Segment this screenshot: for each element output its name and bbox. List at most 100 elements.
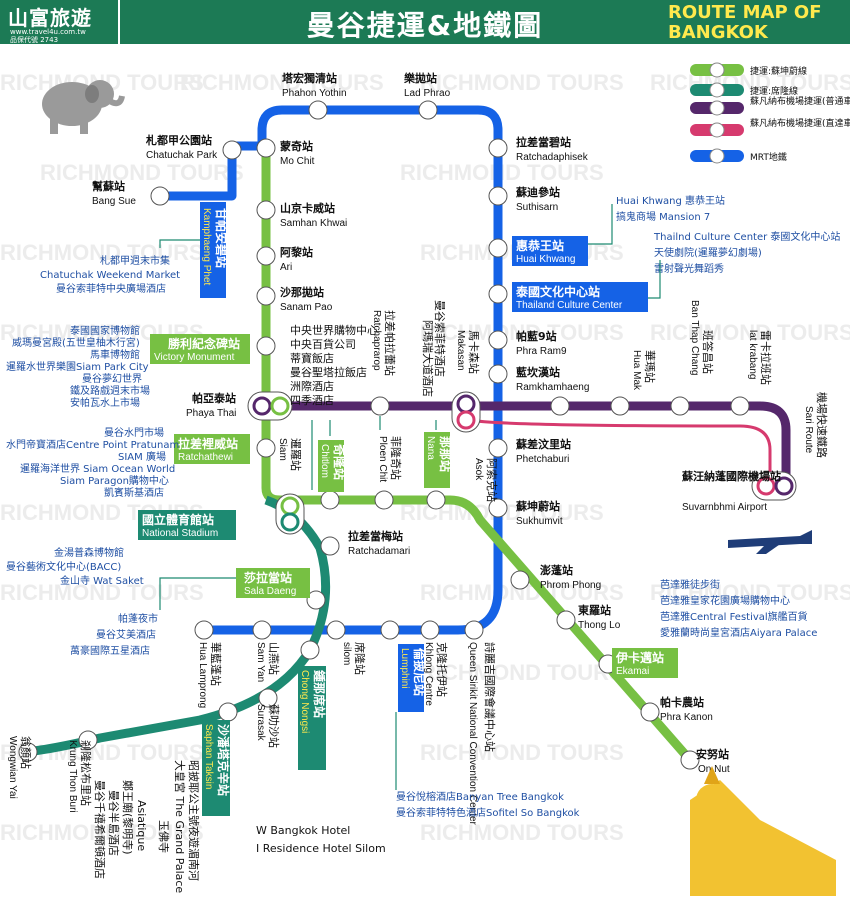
station-marker-phra-ram9[interactable] <box>488 330 508 350</box>
station-marker-mo-chit[interactable] <box>256 138 276 158</box>
box-victory: 勝利紀念碑站 Victory Monument <box>150 334 250 364</box>
station-marker-ratchathewi[interactable] <box>256 438 276 458</box>
svg-text:馬卡森站: 馬卡森站 <box>467 330 481 374</box>
station-marker-lad-phrao[interactable] <box>418 100 438 120</box>
station-marker-chong-nonsi[interactable] <box>300 640 320 660</box>
svg-text:RICHMOND TOURS: RICHMOND TOURS <box>180 70 384 95</box>
interchange-makkasan[interactable] <box>451 391 481 433</box>
svg-text:暹羅水世界樂園Siam Park City: 暹羅水世界樂園Siam Park City <box>6 360 149 373</box>
svg-text:蘇叻沙站: 蘇叻沙站 <box>267 704 281 748</box>
svg-text:芭達雅皇家花園廣場購物中心: 芭達雅皇家花園廣場購物中心 <box>660 594 790 607</box>
svg-text:萬豪國際五星酒店: 萬豪國際五星酒店 <box>70 644 150 657</box>
station-marker-huai-khwang[interactable] <box>488 238 508 258</box>
mrt-line <box>160 105 503 635</box>
interchange-airport[interactable] <box>751 471 797 501</box>
svg-text:鐵及路戲週末市場: 鐵及路戲週末市場 <box>70 384 150 397</box>
airport-link-line <box>266 401 791 486</box>
station-marker-bang-sue[interactable] <box>150 186 170 206</box>
page-title-en-line2: BANGKOK <box>668 22 768 43</box>
svg-text:泰國國家博物館: 泰國國家博物館 <box>70 324 140 337</box>
station-marker-samhan-khwai[interactable] <box>256 200 276 220</box>
station-marker-thailand-culture[interactable] <box>488 284 508 304</box>
station-marker-phra-khanong[interactable] <box>640 702 660 722</box>
interchange-phaya-thai[interactable] <box>247 391 293 421</box>
station-marker-thong-lo[interactable] <box>556 610 576 630</box>
svg-text:帕藍9站: 帕藍9站 <box>516 329 557 343</box>
legend-label-silom: 捷運:席隆線 <box>750 85 798 97</box>
svg-text:Suthisarn: Suthisarn <box>516 202 558 213</box>
station-marker-phrom-phong[interactable] <box>510 570 530 590</box>
svg-text:凱賓斯基酒店: 凱賓斯基酒店 <box>104 486 164 499</box>
svg-text:泰國文化中心站: 泰國文化中心站 <box>515 284 600 299</box>
legend: 捷運:蘇坤蔚線 捷運:席隆線 蘇凡納布機場捷運(普通車) 蘇凡納布機場捷運(直達… <box>690 62 850 164</box>
station-marker-ploen-chit[interactable] <box>374 490 394 510</box>
svg-text:Siam: Siam <box>277 438 288 461</box>
box-sala-daeng: 莎拉當站 Sala Daeng <box>236 568 310 598</box>
station-marker-suthisarn[interactable] <box>488 186 508 206</box>
svg-text:曼谷索菲特中央廣場酒店: 曼谷索菲特中央廣場酒店 <box>56 282 166 295</box>
svg-text:搞鬼商場 Mansion 7: 搞鬼商場 Mansion 7 <box>616 210 710 223</box>
airplane-icon <box>728 530 812 554</box>
station-marker-phahon-yothin[interactable] <box>308 100 328 120</box>
box-national-stadium: 國立體育館站 National Stadium <box>138 510 236 540</box>
svg-text:RICHMOND TOURS: RICHMOND TOURS <box>650 70 850 95</box>
svg-text:天使劇院(暹羅夢幻劇場): 天使劇院(暹羅夢幻劇場) <box>654 246 762 259</box>
svg-text:札都甲公園站: 札都甲公園站 <box>145 133 212 147</box>
svg-text:SIAM 廣場: SIAM 廣場 <box>118 450 166 463</box>
station-marker-hua-mak[interactable] <box>610 396 630 416</box>
station-marker-lat-krabang[interactable] <box>730 396 750 416</box>
svg-text:拉差當梅站: 拉差當梅站 <box>348 529 403 543</box>
svg-text:幫蘇站: 幫蘇站 <box>92 179 125 193</box>
station-marker-chitlom[interactable] <box>320 490 340 510</box>
station-marker-lumphini[interactable] <box>380 620 400 640</box>
station-marker-sala-daeng[interactable] <box>306 590 326 610</box>
svg-text:Huai Khwang 惠恭王站: Huai Khwang 惠恭王站 <box>616 194 725 207</box>
station-marker-khlong-toei[interactable] <box>420 620 440 640</box>
svg-text:藍坎漢站: 藍坎漢站 <box>516 365 560 379</box>
station-marker-sukhumvit[interactable] <box>488 498 508 518</box>
svg-text:Siam Paragon購物中心: Siam Paragon購物中心 <box>60 474 169 487</box>
station-marker-ban-thap-chang[interactable] <box>670 396 690 416</box>
svg-text:甘帕安碧站: 甘帕安碧站 <box>214 208 229 268</box>
station-marker-chatuchak[interactable] <box>222 140 242 160</box>
interchange-siam[interactable] <box>275 493 305 535</box>
station-marker-on-nut[interactable] <box>680 750 700 770</box>
station-labels: 塔宏獨清站 Phahon Yothin 樂拋站 Lad Phrao 札都甲公園站… <box>7 71 829 826</box>
station-marker-ratchaprarop[interactable] <box>370 396 390 416</box>
svg-text:Asok: Asok <box>473 458 484 481</box>
svg-text:Lad Phrao: Lad Phrao <box>404 88 451 99</box>
station-marker-qsncc[interactable] <box>464 620 484 640</box>
station-marker-silom[interactable] <box>326 620 346 640</box>
station-marker-ratchadamri[interactable] <box>320 536 340 556</box>
svg-text:帕蓬夜市: 帕蓬夜市 <box>118 612 158 625</box>
station-marker-ari[interactable] <box>256 246 276 266</box>
station-marker-victory[interactable] <box>256 336 276 356</box>
svg-text:伊卡邁站: 伊卡邁站 <box>615 650 664 665</box>
sukhumvit-line <box>261 146 694 763</box>
svg-text:菲隆奇站: 菲隆奇站 <box>389 436 403 480</box>
poi-labels: 札都甲週末市集 Chatuchak Weekend Market 曼谷索菲特中央… <box>6 194 840 893</box>
svg-text:那那站: 那那站 <box>438 436 453 472</box>
station-marker-ramkhamhaeng-arl[interactable] <box>550 396 570 416</box>
svg-text:National Stadium: National Stadium <box>142 528 218 539</box>
station-marker-ramkhamhaeng[interactable] <box>488 364 508 384</box>
svg-text:lat krabang: lat krabang <box>747 330 758 379</box>
station-marker-wongwian-yai[interactable] <box>18 742 38 762</box>
box-nana: 那那站 Nana <box>424 432 453 488</box>
station-marker-sanam-pao[interactable] <box>256 286 276 306</box>
svg-text:Sala Daeng: Sala Daeng <box>244 586 296 597</box>
svg-text:Chong Nongsi: Chong Nongsi <box>299 670 310 733</box>
station-marker-phetchaburi[interactable] <box>488 438 508 458</box>
station-marker-surasak[interactable] <box>258 688 278 708</box>
box-huai-khwang: 惠恭王站 Huai Khwang <box>512 236 588 266</box>
station-marker-nana[interactable] <box>426 490 446 510</box>
station-marker-sam-yan[interactable] <box>252 620 272 640</box>
station-marker-krung-thon-buri[interactable] <box>78 730 98 750</box>
svg-text:Wongwian Yai: Wongwian Yai <box>7 736 18 799</box>
svg-text:Sukhumvit: Sukhumvit <box>516 516 563 527</box>
svg-text:Makasan: Makasan <box>455 330 466 371</box>
station-marker-ratchadaphisek[interactable] <box>488 138 508 158</box>
station-marker-hua-lamphong[interactable] <box>194 620 214 640</box>
station-marker-saphan-taksin[interactable] <box>218 702 238 722</box>
